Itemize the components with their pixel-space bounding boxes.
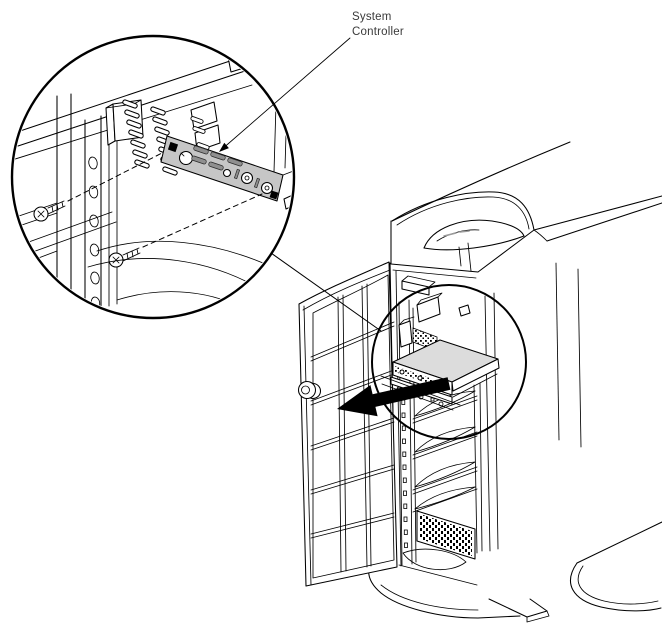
side-bottom-edge xyxy=(576,521,662,564)
door-face-inset xyxy=(312,274,395,579)
round-connector-a xyxy=(240,171,254,185)
perforated-vent-panel xyxy=(416,510,476,560)
vertical-slot xyxy=(233,168,241,180)
pedestal-scoop xyxy=(402,548,467,570)
bay-right-edge2 xyxy=(479,382,483,552)
tower-top-cap xyxy=(390,141,571,279)
cap-front-face xyxy=(390,220,535,273)
cap-corner-crease xyxy=(467,242,472,272)
cap-handle-recess xyxy=(423,219,525,267)
bay-left-edge xyxy=(412,307,417,563)
mount-hole-right xyxy=(269,190,279,200)
callout: System Controller xyxy=(219,11,404,152)
front-foot-skid xyxy=(488,598,550,623)
cap-right-edge-line xyxy=(577,268,582,448)
mounting-screw-left xyxy=(33,200,66,222)
screw-guide-dashed-line xyxy=(67,151,165,202)
cap-rim-inner xyxy=(396,196,530,230)
door-lock-knob xyxy=(297,380,322,400)
system-controller-label-line1: System xyxy=(352,11,392,23)
front-left-edge xyxy=(395,270,402,567)
label-leader-line xyxy=(220,37,351,151)
magnifier-circle-outline xyxy=(10,34,296,320)
right-bracket xyxy=(282,169,292,185)
mount-rail-left xyxy=(398,301,403,566)
door-grid-ribs xyxy=(310,283,395,573)
recess-highlight-tick xyxy=(443,232,457,237)
tower-front-bays xyxy=(389,262,499,568)
mounting-screw-right xyxy=(108,247,141,268)
door-left-inner xyxy=(303,305,312,586)
bay-right-edge xyxy=(473,384,478,554)
rear-foot-inner xyxy=(577,565,659,605)
system-controller-label-line2: Controller xyxy=(352,26,404,38)
removal-direction-arrow xyxy=(337,377,451,417)
tower-side-panel xyxy=(533,195,662,612)
server-tower xyxy=(297,141,662,623)
detail-connector-line xyxy=(270,252,382,332)
cap-rim-outer xyxy=(391,191,535,231)
vent-slats xyxy=(121,98,221,177)
magnified-detail-view xyxy=(10,34,296,320)
mount-rail-holes xyxy=(401,386,408,548)
front-top-pocket xyxy=(401,275,436,296)
magnified-content xyxy=(14,51,292,313)
front-door xyxy=(297,261,398,587)
corner-band-line xyxy=(493,292,499,550)
recess-highlight-tick xyxy=(459,230,470,233)
leader-arrowhead-icon xyxy=(219,142,229,152)
faceplate-slots xyxy=(191,145,243,171)
bay-vent-boxes xyxy=(398,292,443,348)
system-controller-faceplate xyxy=(160,135,292,210)
pedestal-inner-curve xyxy=(380,584,479,611)
bay-bottom-edge xyxy=(398,564,478,586)
vertical-slot xyxy=(253,177,261,189)
door-latch-slot xyxy=(458,304,471,317)
screw-guide-dashed-line xyxy=(142,193,263,248)
corner-band-line xyxy=(484,295,491,552)
door-top-inner xyxy=(302,269,391,311)
rear-foot-outer xyxy=(570,562,662,612)
mount-hole-left xyxy=(167,141,179,153)
body-top-silhouette-line xyxy=(391,141,571,222)
side-top-edge-outer xyxy=(533,195,662,231)
cap-bottom-edge xyxy=(392,269,477,279)
bay-blanking-leaves xyxy=(414,390,476,510)
module-right-face xyxy=(451,358,500,392)
detail-source-circle xyxy=(371,284,527,440)
rack-rail xyxy=(84,111,118,311)
side-top-edge-inner xyxy=(546,202,662,242)
small-round-connector xyxy=(222,168,232,178)
cap-right-edge-line xyxy=(555,262,560,441)
round-connector-b xyxy=(260,181,274,195)
